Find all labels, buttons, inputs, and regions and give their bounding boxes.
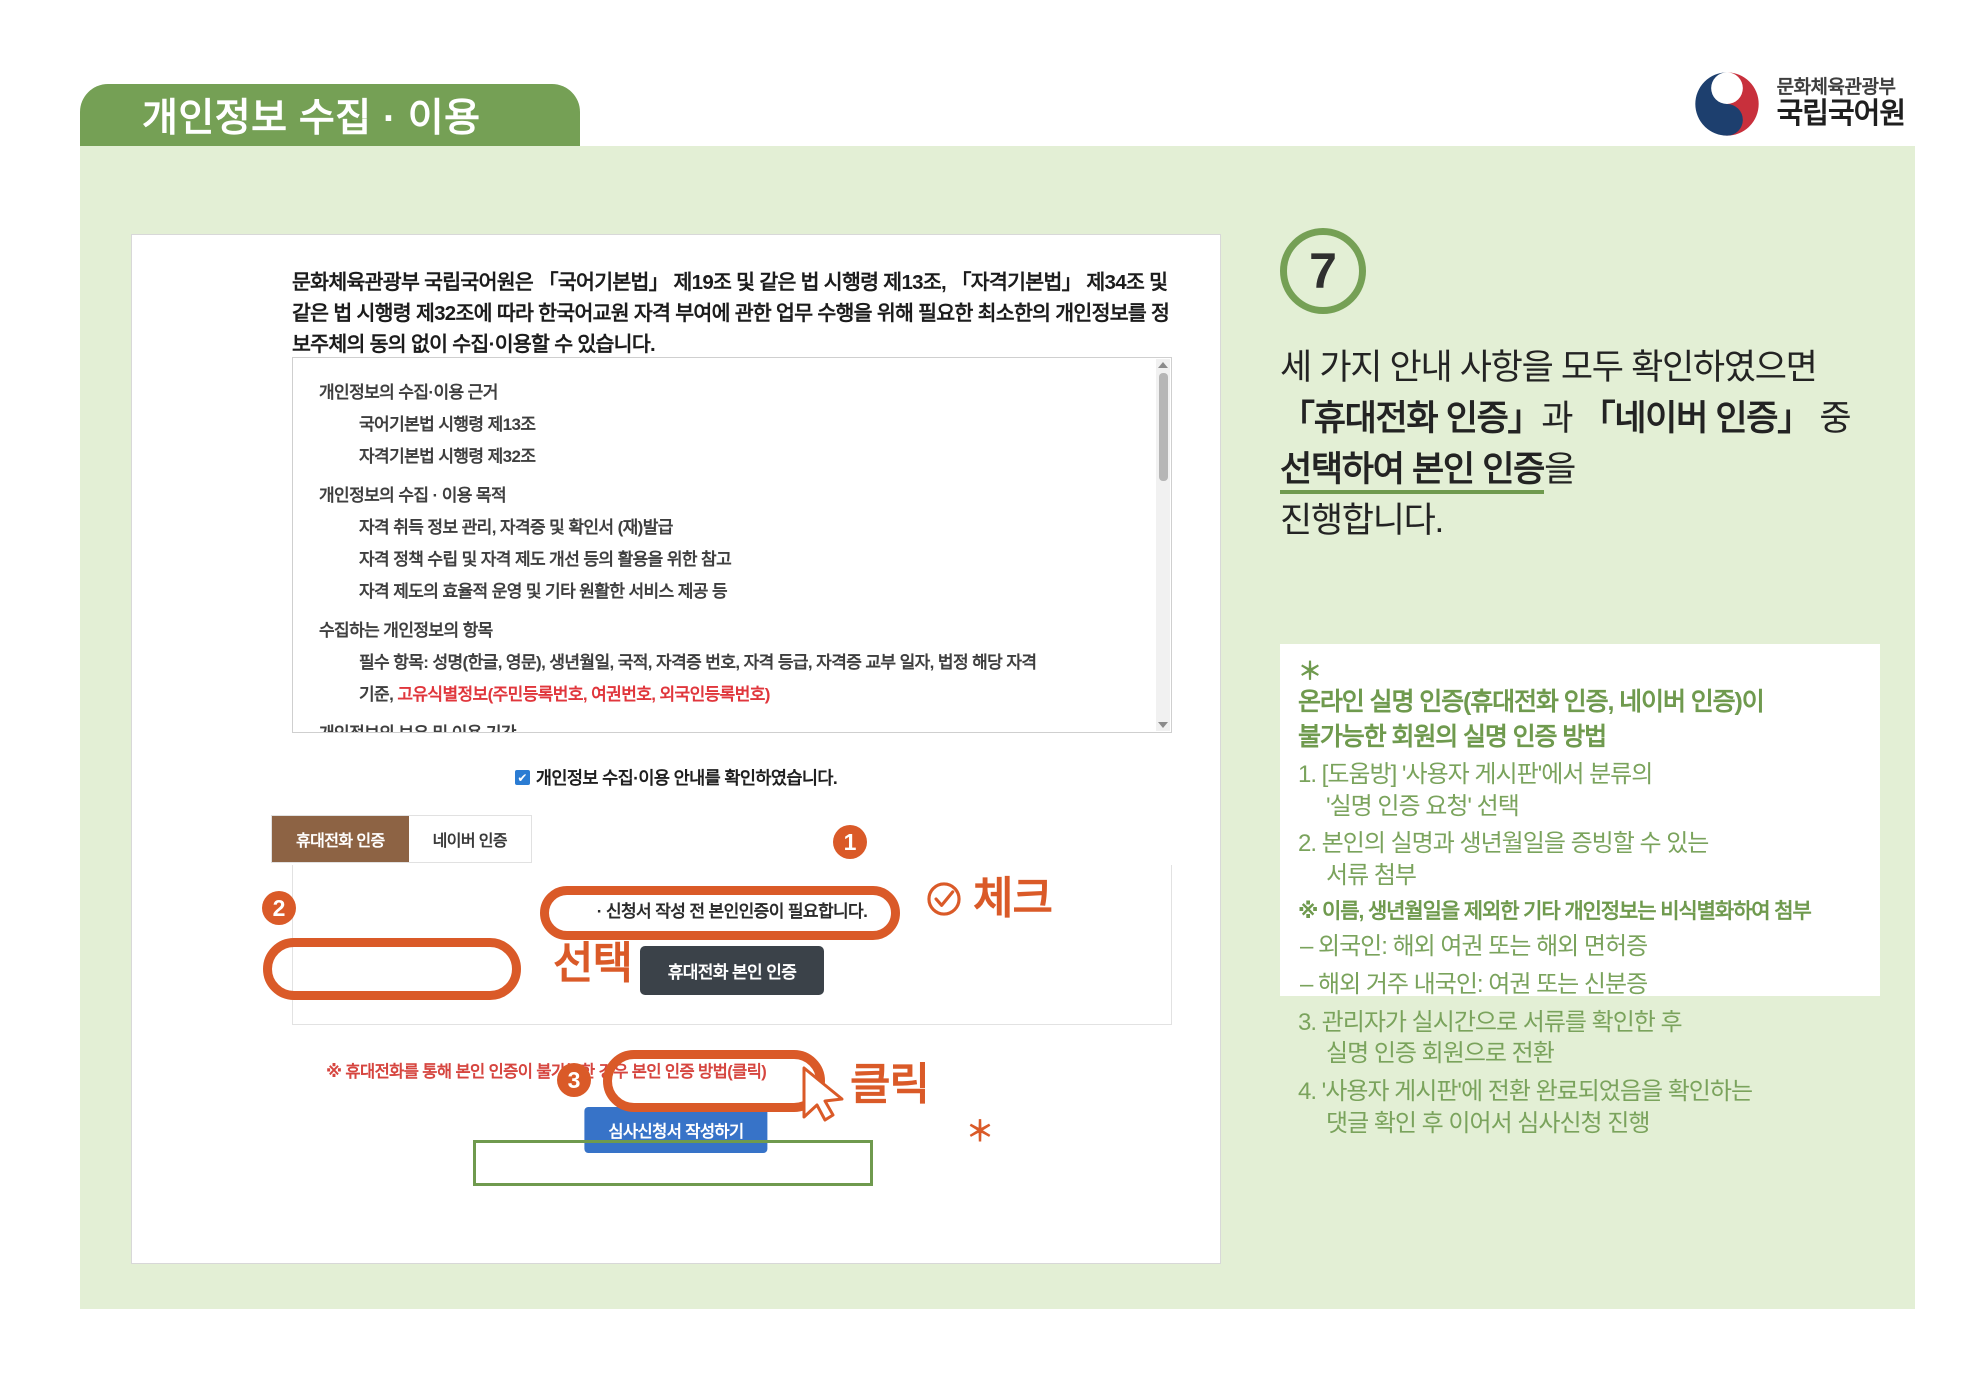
note-item-1-line-2: '실명 인증 요청' 선택: [1326, 792, 1520, 820]
note-item-4-line-1: 4. '사용자 게시판'에 전환 완료되었음을 확인하는: [1298, 1078, 1753, 1106]
scroll-down-arrow-icon[interactable]: [1158, 722, 1168, 728]
check-circle-icon: [927, 882, 961, 916]
instruction-line-1: 세 가지 안내 사항을 모두 확인하였으면: [1280, 348, 1818, 387]
scrollbar-thumb[interactable]: [1158, 373, 1168, 481]
logo-agency: 국립국어원: [1776, 98, 1906, 131]
annotation-check: 체크: [925, 874, 1053, 923]
alt-method-note-card: ＊ 온라인 실명 인증(휴대전화 인증, 네이버 인증)이 불가능한 회원의 실…: [1280, 644, 1880, 1137]
screenshot-card: 문화체육관광부 국립국어원은 「국어기본법」 제19조 및 같은 법 시행령 제…: [131, 234, 1221, 1264]
note-item-3-line-2: 실명 인증 회원으로 전환: [1326, 1040, 1555, 1068]
consent-checkbox-row[interactable]: ✔ 개인정보 수집·이용 안내를 확인하였습니다.: [132, 765, 1220, 790]
terms-item-1b: 자격기본법 시행령 제32조: [359, 447, 536, 466]
instruction-conj-1: 과: [1541, 399, 1573, 439]
terms-heading-3: 수집하는 개인정보의 항목: [319, 621, 493, 640]
instruction-conj-2: 중: [1819, 399, 1851, 439]
terms-scroll-box[interactable]: 개인정보의 수집·이용 근거 국어기본법 시행령 제13조 자격기본법 시행령 …: [292, 357, 1172, 733]
note-dash-2: – 해외 거주 내국인: 여권 또는 신분증: [1300, 971, 1648, 999]
terms-item-2c: 자격 제도의 효율적 운영 및 기타 원활한 서비스 제공 등: [359, 582, 728, 601]
note-dash-1: – 외국인: 해외 여권 또는 해외 면허증: [1300, 933, 1648, 961]
page-title: 개인정보 수집 · 이용: [142, 97, 481, 140]
note-heading-line-2: 불가능한 회원의 실명 인증 방법: [1298, 722, 1607, 751]
cursor-arrow-icon: [802, 1066, 844, 1122]
scroll-up-arrow-icon[interactable]: [1158, 362, 1168, 368]
annotation-check-label: 체크: [973, 874, 1053, 923]
auth-note-text: · 신청서 작성 전 본인인증이 필요합니다.: [596, 902, 868, 921]
terms-heading-2: 개인정보의 수집 · 이용 목적: [319, 486, 507, 505]
note-item-4-line-2: 댓글 확인 후 이어서 심사신청 진행: [1326, 1109, 1650, 1137]
terms-item-2b: 자격 정책 수립 및 자격 제도 개선 등의 활용을 위한 참고: [359, 550, 732, 569]
tab-phone-auth[interactable]: 휴대전화 인증: [272, 816, 409, 862]
terms-item-3a: 필수 항목: 성명(한글, 영문), 생년월일, 국적, 자격증 번호, 자격 …: [359, 653, 1037, 672]
note-item-2-line-1: 2. 본인의 실명과 생년월일을 증빙할 수 있는: [1298, 830, 1709, 858]
terms-heading-1: 개인정보의 수집·이용 근거: [319, 383, 498, 402]
step-number-badge: 7: [1280, 228, 1366, 314]
step-badge-1: 1: [833, 825, 867, 859]
alt-auth-link[interactable]: ※ 휴대전화를 통해 본인 인증이 불가능한 경우 본인 인증 방법(클릭): [312, 1050, 1152, 1090]
auth-button-wrap: 휴대전화 본인 인증: [293, 946, 1171, 995]
taegeuk-icon: [1694, 72, 1759, 136]
phone-auth-button[interactable]: 휴대전화 본인 인증: [639, 946, 825, 995]
terms-item-3b-highlight: 고유식별정보(주민등록번호, 여권번호, 외국인등록번호): [397, 685, 770, 704]
instruction-line-4: 진행합니다.: [1280, 501, 1444, 541]
note-caution: ※ 이름, 생년월일을 제외한 기타 개인정보는 비식별화하여 첨부: [1298, 899, 1812, 923]
instruction-line-2: 「휴대전화 인증」과 「네이버 인증」 중: [1280, 393, 1880, 444]
note-heading-line-1: 온라인 실명 인증(휴대전화 인증, 네이버 인증)이: [1298, 688, 1765, 716]
instruction-line-3: 선택하여 본인 인증을: [1280, 444, 1880, 495]
instruction-naver-auth: 「네이버 인증」: [1580, 399, 1813, 439]
instruction-line-3-tail: 을: [1544, 450, 1576, 490]
submit-application-button[interactable]: 심사신청서 작성하기: [584, 1107, 768, 1153]
annotation-click-label: 클릭: [850, 1060, 930, 1109]
annotation-select-label: 선택: [553, 939, 633, 988]
note-star-icon: ＊: [1298, 658, 1322, 685]
consent-checkbox[interactable]: ✔: [514, 770, 530, 785]
org-logo: 문화체육관광부 국립국어원: [1691, 68, 1906, 140]
terms-scrollbar[interactable]: [1156, 359, 1170, 731]
annotation-star: ＊: [966, 1116, 995, 1147]
terms-content: 개인정보의 수집·이용 근거 국어기본법 시행령 제13조 자격기본법 시행령 …: [293, 358, 1171, 732]
instruction-underlined: 선택하여 본인 인증: [1280, 450, 1545, 495]
step-badge-2: 2: [262, 891, 296, 925]
instruction-column: 7 세 가지 안내 사항을 모두 확인하였으면 「휴대전화 인증」과 「네이버 …: [1280, 228, 1880, 546]
step-badge-3: 3: [557, 1063, 591, 1097]
note-item-2-line-2: 서류 첨부: [1326, 862, 1417, 890]
tab-naver-auth[interactable]: 네이버 인증: [432, 833, 508, 850]
consent-checkbox-label: 개인정보 수집·이용 안내를 확인하였습니다.: [535, 768, 838, 788]
terms-item-2a: 자격 취득 정보 관리, 자격증 및 확인서 (재)발급: [359, 518, 673, 537]
terms-item-1a: 국어기본법 시행령 제13조: [359, 415, 536, 434]
auth-method-tabs[interactable]: 휴대전화 인증 네이버 인증: [271, 815, 533, 863]
logo-text: 문화체육관광부 국립국어원: [1776, 77, 1906, 131]
instruction-phone-auth: 「휴대전화 인증」: [1280, 399, 1543, 439]
note-item-3-line-1: 3. 관리자가 실시간으로 서류를 확인한 후: [1298, 1008, 1683, 1036]
logo-ministry: 문화체육관광부: [1776, 77, 1896, 99]
terms-item-3b: 기준, 고유식별정보(주민등록번호, 여권번호, 외국인등록번호): [359, 680, 1145, 705]
consent-intro-text: 문화체육관광부 국립국어원은 「국어기본법」 제19조 및 같은 법 시행령 제…: [292, 271, 1170, 357]
page-title-tab: 개인정보 수집 · 이용: [80, 84, 580, 146]
note-item-1-line-1: 1. [도움방] '사용자 게시판'에서 분류의: [1298, 761, 1653, 788]
instruction-text: 세 가지 안내 사항을 모두 확인하였으면 「휴대전화 인증」과 「네이버 인증…: [1280, 342, 1880, 546]
terms-item-3b-plain: 기준,: [359, 685, 398, 704]
terms-heading-4: 개인정보의 보유 및 이용 기간: [319, 719, 1145, 732]
